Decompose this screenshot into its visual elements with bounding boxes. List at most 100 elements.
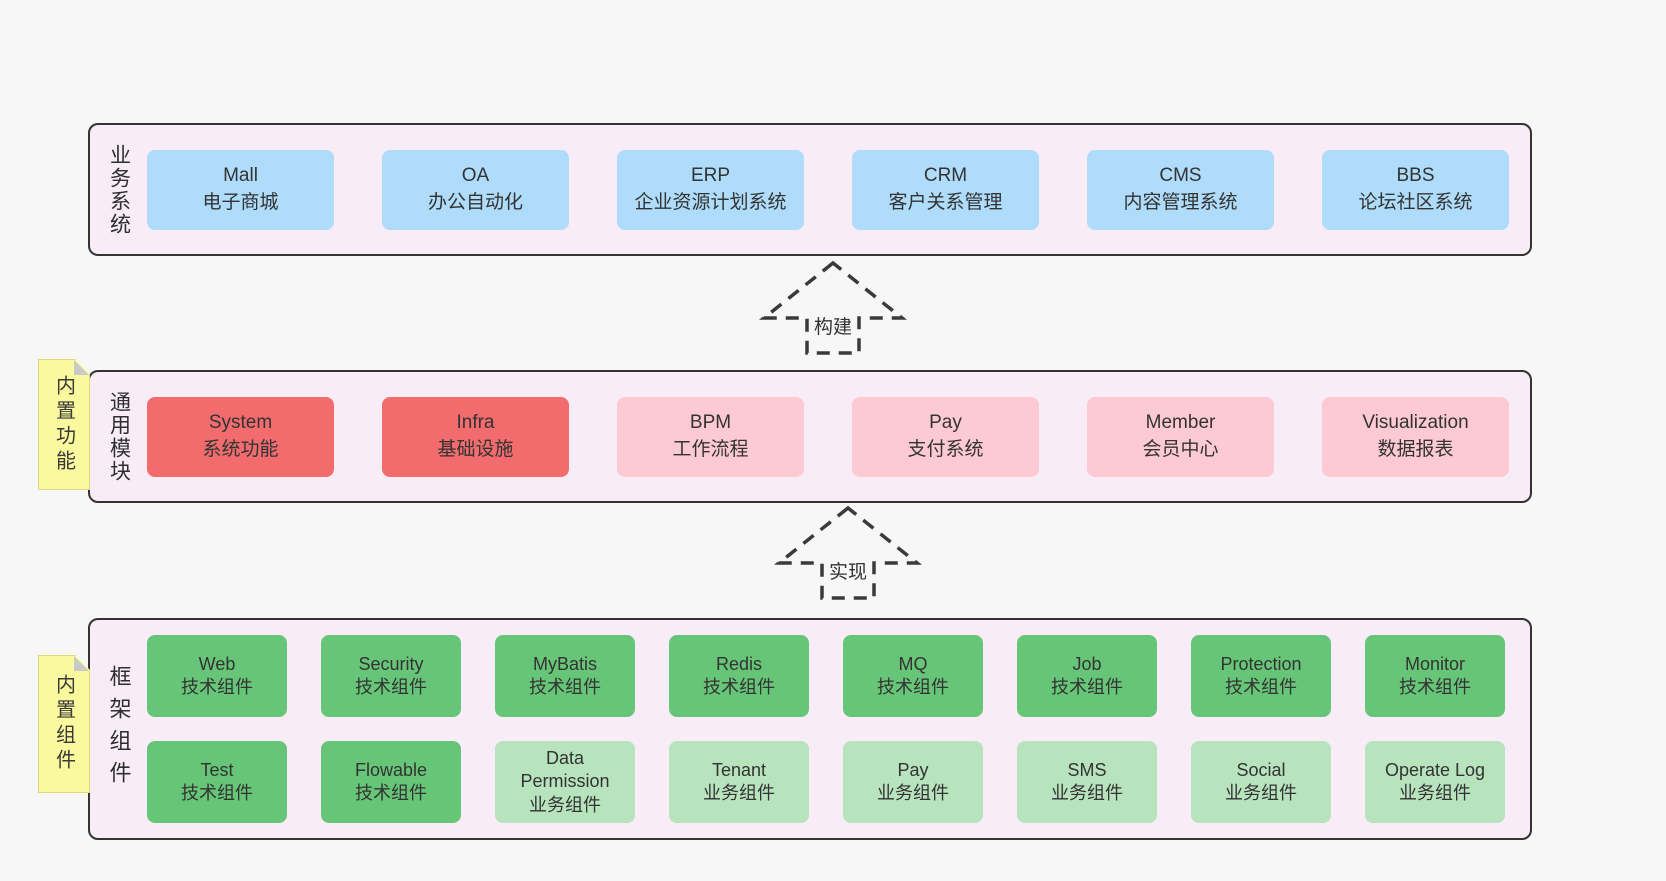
box-title: BBS (1396, 165, 1435, 187)
box-title: Web (198, 653, 236, 674)
box-flowable: Flowable 技术组件 (321, 741, 461, 823)
box-crm: CRM 客户关系管理 (852, 149, 1039, 230)
box-subtitle: 数据报表 (1377, 438, 1454, 460)
box-subtitle: 技术组件 (529, 677, 601, 697)
box-subtitle: 电子商城 (202, 191, 279, 213)
band-label-text: 通用模块 (107, 390, 131, 483)
sticky-note-builtin-features: 内置功能 (38, 359, 90, 490)
box-mybatis: MyBatis 技术组件 (495, 635, 635, 717)
box-title: Operate Log (1384, 759, 1486, 780)
arrow-build-label: 构建 (814, 316, 852, 338)
box-title: Redis (715, 653, 763, 674)
box-subtitle: 客户关系管理 (888, 191, 1003, 213)
box-bbs: BBS 论坛社区系统 (1322, 149, 1509, 230)
box-title: CMS (1159, 165, 1202, 187)
box-subtitle: 业务组件 (1051, 783, 1123, 803)
box-title: Job (1072, 653, 1102, 674)
box-test: Test 技术组件 (147, 741, 287, 823)
box-protection: Protection 技术组件 (1191, 635, 1331, 717)
box-title: Test (200, 759, 234, 780)
box-job: Job 技术组件 (1017, 635, 1157, 717)
box-subtitle: 系统功能 (202, 438, 279, 460)
box-subtitle: 技术组件 (355, 783, 427, 803)
box-title: BPM (689, 412, 732, 434)
component-rows: Web 技术组件 Security 技术组件 MyBatis 技术组件 Redi… (147, 635, 1530, 823)
box-cms: CMS 内容管理系统 (1087, 149, 1274, 230)
box-mq: MQ 技术组件 (843, 635, 983, 717)
box-subtitle: 会员中心 (1142, 438, 1219, 460)
box-visualization: Visualization 数据报表 (1322, 396, 1509, 477)
component-row-2: Test 技术组件 Flowable 技术组件 Data Permission … (147, 741, 1516, 823)
sticky-note-text: 内置组件 (52, 674, 75, 774)
box-title: Tenant (711, 759, 767, 780)
band-label-text: 业务系统 (107, 143, 131, 236)
box-subtitle: 内容管理系统 (1123, 191, 1238, 213)
band-framework-components: 框架组件 Web 技术组件 Security 技术组件 MyBatis 技术组件… (88, 618, 1532, 840)
sticky-note-builtin-components: 内置组件 (38, 655, 90, 793)
box-subtitle: 基础设施 (437, 438, 514, 460)
band-common-modules: 通用模块 System 系统功能 Infra 基础设施 BPM 工作流程 Pay… (88, 370, 1532, 503)
box-erp: ERP 企业资源计划系统 (617, 149, 804, 230)
box-subtitle: 技术组件 (181, 783, 253, 803)
dashed-up-arrow-icon: 实现 (773, 505, 923, 600)
band-label-business-systems: 业务系统 (90, 125, 147, 254)
box-subtitle: 企业资源计划系统 (634, 191, 787, 213)
box-subtitle: 技术组件 (877, 677, 949, 697)
box-subtitle: 办公自动化 (427, 191, 523, 213)
box-redis: Redis 技术组件 (669, 635, 809, 717)
box-web: Web 技术组件 (147, 635, 287, 717)
box-mall: Mall 电子商城 (147, 149, 334, 230)
arrow-build: 构建 (758, 260, 908, 356)
dashed-up-arrow-icon: 构建 (758, 260, 908, 355)
box-subtitle: 技术组件 (1051, 677, 1123, 697)
box-subtitle: 技术组件 (355, 677, 427, 697)
box-title: SMS (1067, 759, 1107, 780)
box-member: Member 会员中心 (1087, 396, 1274, 477)
box-title: OA (461, 165, 490, 187)
box-title: Infra (456, 412, 495, 434)
box-title: Member (1145, 412, 1216, 434)
box-pay-system: Pay 支付系统 (852, 396, 1039, 477)
box-social: Social 业务组件 (1191, 741, 1331, 823)
band-business-systems: 业务系统 Mall 电子商城 OA 办公自动化 ERP 企业资源计划系统 CRM… (88, 123, 1532, 256)
box-subtitle: 业务组件 (529, 794, 601, 815)
box-subtitle: 技术组件 (1225, 677, 1297, 697)
box-monitor: Monitor 技术组件 (1365, 635, 1505, 717)
box-title: ERP (690, 165, 731, 187)
sticky-note-text: 内置功能 (52, 374, 75, 475)
box-title: Mall (223, 165, 258, 187)
band-label-framework-components: 框架组件 (90, 620, 147, 838)
box-title: MyBatis (532, 653, 597, 674)
box-title: CRM (923, 165, 968, 187)
box-title: Protection (1220, 653, 1302, 674)
arrow-implement: 实现 (773, 505, 923, 601)
box-oa: OA 办公自动化 (382, 149, 569, 230)
box-subtitle: 支付系统 (907, 438, 984, 460)
box-title: Social (1236, 759, 1286, 780)
box-data-permission: Data Permission 业务组件 (495, 741, 635, 823)
box-security: Security 技术组件 (321, 635, 461, 717)
box-subtitle: 技术组件 (703, 677, 775, 697)
box-title: Security (358, 653, 424, 674)
box-sms: SMS 业务组件 (1017, 741, 1157, 823)
box-title: Visualization (1362, 412, 1469, 434)
box-title: Monitor (1404, 653, 1466, 674)
module-boxes-row: System 系统功能 Infra 基础设施 BPM 工作流程 Pay 支付系统… (147, 396, 1512, 477)
box-infra: Infra 基础设施 (382, 396, 569, 477)
box-system: System 系统功能 (147, 396, 334, 477)
box-subtitle: 业务组件 (703, 783, 775, 803)
box-subtitle: 业务组件 (877, 783, 949, 803)
box-title: Data Permission (520, 747, 610, 792)
box-subtitle: 技术组件 (1399, 677, 1471, 697)
box-subtitle: 业务组件 (1399, 783, 1471, 803)
band-label-common-modules: 通用模块 (90, 372, 147, 501)
box-pay-component: Pay 业务组件 (843, 741, 983, 823)
box-bpm: BPM 工作流程 (617, 396, 804, 477)
business-boxes-row: Mall 电子商城 OA 办公自动化 ERP 企业资源计划系统 CRM 客户关系… (147, 149, 1512, 230)
band-label-text: 框架组件 (106, 665, 132, 793)
box-tenant: Tenant 业务组件 (669, 741, 809, 823)
component-row-1: Web 技术组件 Security 技术组件 MyBatis 技术组件 Redi… (147, 635, 1516, 717)
box-subtitle: 论坛社区系统 (1358, 191, 1473, 213)
box-subtitle: 业务组件 (1225, 783, 1297, 803)
